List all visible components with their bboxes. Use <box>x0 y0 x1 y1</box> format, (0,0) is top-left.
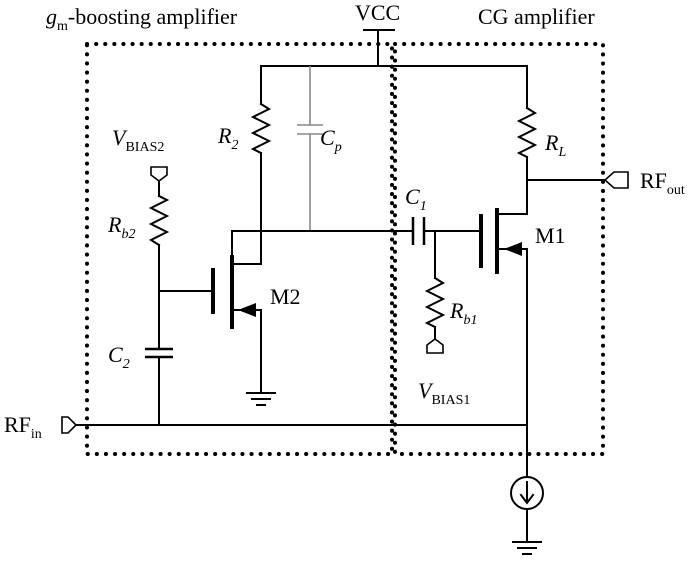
r2-label-sub: 2 <box>231 138 238 153</box>
m1-arrow-icon <box>504 242 522 256</box>
cp-label: Cp <box>320 125 342 155</box>
vbias2-terminal-icon <box>150 166 168 182</box>
c1-label: C1 <box>405 184 427 214</box>
title-gm-symbol: g <box>46 4 57 29</box>
c2-label-sub: 2 <box>123 357 130 372</box>
rfin-port-icon <box>61 416 78 434</box>
rb1-label: Rb1 <box>449 298 477 328</box>
rb1-label-sub: b1 <box>463 313 477 328</box>
rfin-label-main: RF <box>4 412 31 437</box>
title-gm-subscript: m <box>57 19 68 34</box>
cp-label-main: C <box>320 125 335 150</box>
vbias1-label: VBIAS1 <box>418 378 470 408</box>
resistor-rb2 <box>148 194 170 247</box>
vbias2-label: VBIAS2 <box>112 125 164 155</box>
resistor-rl <box>516 106 538 159</box>
rfin-label: RFin <box>4 412 42 442</box>
c2-label: C2 <box>108 342 130 372</box>
rb1-label-main: R <box>449 298 464 323</box>
resistor-r2 <box>250 102 272 155</box>
resistor-rb1 <box>424 276 446 329</box>
c1-label-sub: 1 <box>420 199 427 214</box>
m1-label: M1 <box>535 223 566 248</box>
vbias2-label-main: V <box>112 125 128 150</box>
rfout-port-icon <box>603 171 629 189</box>
cp-label-sub: p <box>334 140 342 155</box>
vbias1-label-sub: BIAS1 <box>431 393 470 408</box>
vcc-label: VCC <box>355 0 400 25</box>
rfin-label-sub: in <box>31 427 42 442</box>
rl-label: RL <box>544 130 566 160</box>
rfout-label: RFout <box>640 168 685 198</box>
gm-boosting-amplifier-boundary <box>85 42 394 456</box>
rfout-label-sub: out <box>667 183 685 198</box>
m2-label: M2 <box>270 284 301 309</box>
vbias2-label-sub: BIAS2 <box>125 140 164 155</box>
r2-label-main: R <box>217 123 232 148</box>
r2-label: R2 <box>217 123 238 153</box>
gm-boosting-title: gm-boosting amplifier <box>46 4 238 34</box>
vbias1-label-main: V <box>418 378 434 403</box>
rl-label-main: R <box>544 130 559 155</box>
rl-label-sub: L <box>557 145 566 160</box>
c2-label-main: C <box>108 342 123 367</box>
c1-label-main: C <box>405 184 420 209</box>
rb2-label: Rb2 <box>107 212 135 242</box>
vbias1-terminal-icon <box>426 338 444 354</box>
m2-arrow-icon <box>238 303 256 317</box>
rb2-label-sub: b2 <box>121 227 135 242</box>
cg-amplifier-title: CG amplifier <box>478 4 595 29</box>
rb2-label-main: R <box>107 212 122 237</box>
title-gm-rest: -boosting amplifier <box>68 4 238 29</box>
current-source-arrow-head <box>519 493 535 505</box>
rfout-label-main: RF <box>640 168 667 193</box>
